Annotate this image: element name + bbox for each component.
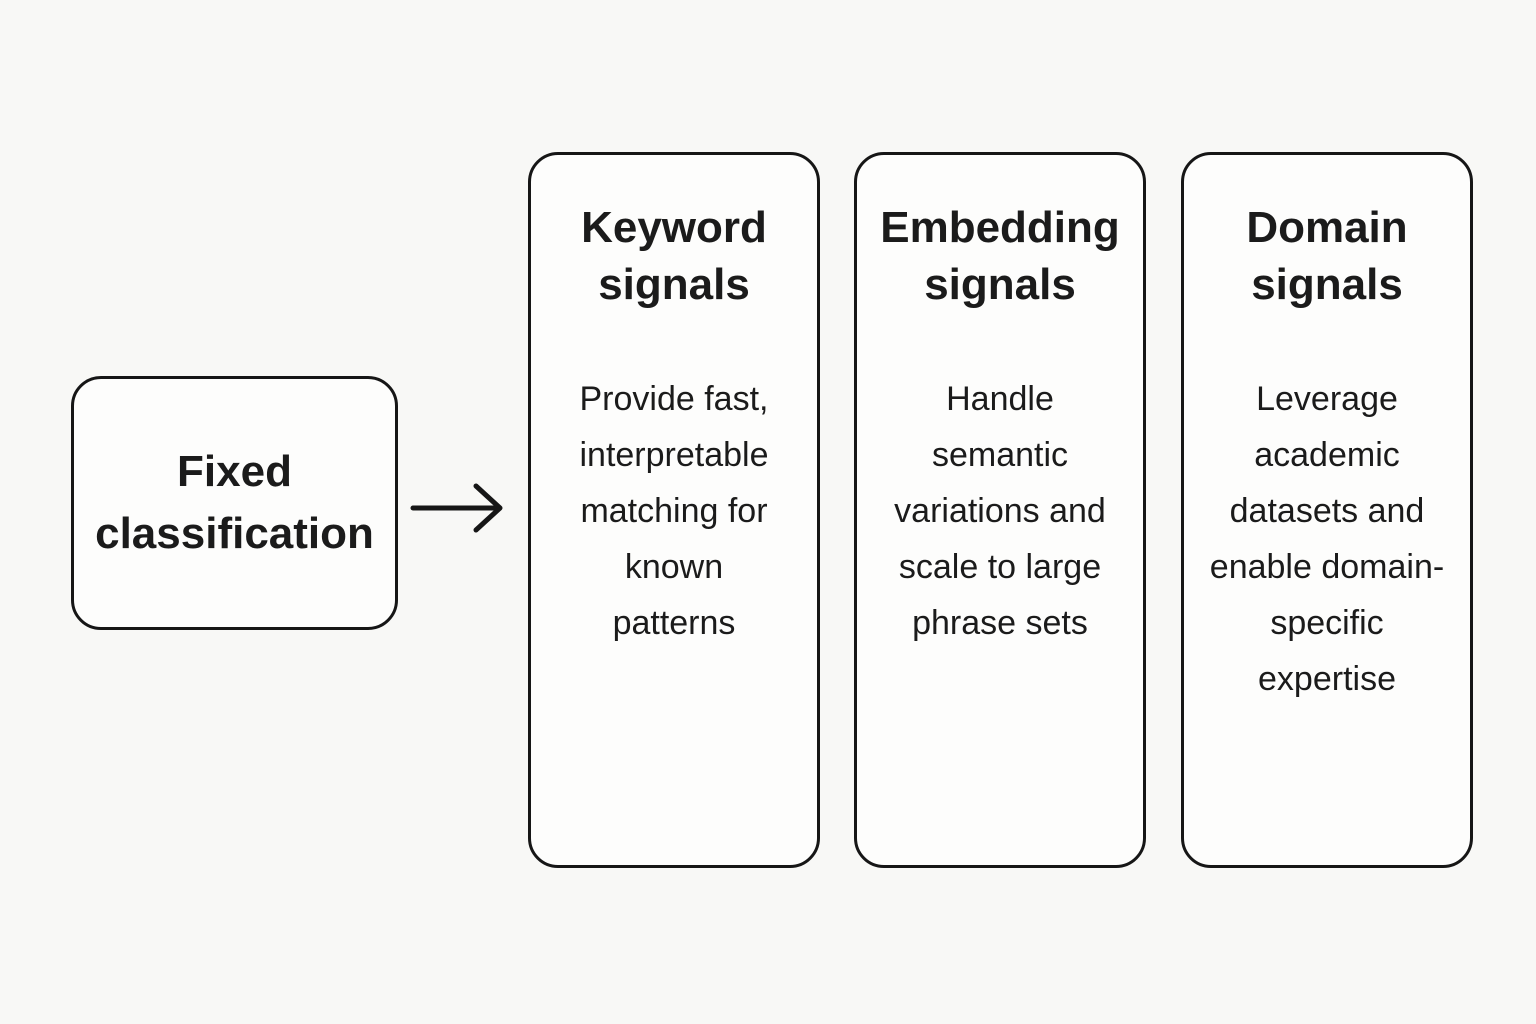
domain-signals-box: Domain signals Leverage academic dataset…	[1181, 152, 1473, 868]
embedding-signals-description: Handle semantic variations and scale to …	[894, 380, 1106, 642]
domain-signals-description: Leverage academic datasets and enable do…	[1209, 380, 1445, 698]
arrow-right-icon	[410, 478, 506, 538]
keyword-signals-box: Keyword signals Provide fast, interpreta…	[528, 152, 820, 868]
fixed-classification-box: Fixed classification	[71, 376, 398, 630]
embedding-signals-box: Embedding signals Handle semantic variat…	[854, 152, 1146, 868]
keyword-signals-title: Keyword signals	[581, 203, 767, 309]
fixed-classification-label: Fixed classification	[95, 447, 374, 558]
domain-signals-title: Domain signals	[1246, 203, 1408, 309]
keyword-signals-description: Provide fast, interpretable matching for…	[579, 380, 769, 642]
embedding-signals-title: Embedding signals	[880, 203, 1120, 309]
